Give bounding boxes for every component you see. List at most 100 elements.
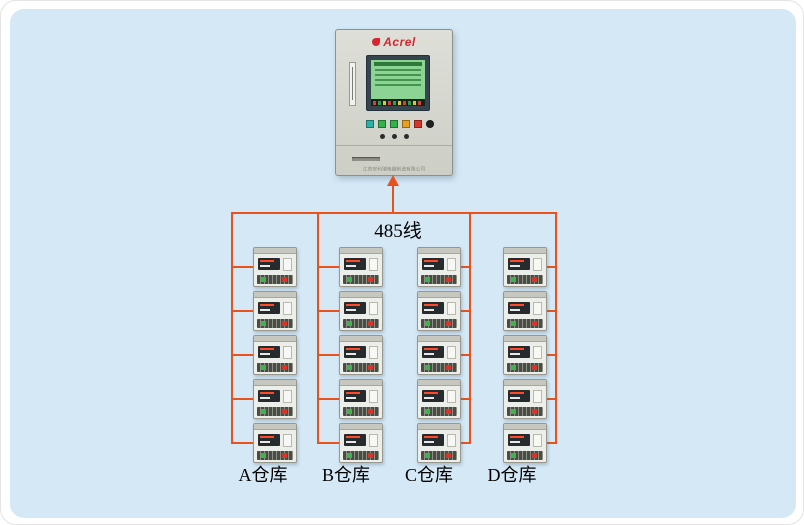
- cabinet-button-4[interactable]: [402, 120, 410, 128]
- cabinet-button-2[interactable]: [378, 120, 386, 128]
- meter-terminal-red: [368, 453, 373, 458]
- meter-terminal-red: [282, 365, 287, 370]
- meter-terminal-green: [347, 409, 352, 414]
- cabinet-knob[interactable]: [404, 134, 409, 139]
- energy-meter-device-d: [503, 335, 547, 375]
- energy-meter-device-a: [253, 335, 297, 375]
- meter-stub-line: [459, 266, 471, 268]
- meter-display: [344, 346, 366, 358]
- meter-terminal-green: [425, 453, 430, 458]
- meter-display-reading: [260, 348, 274, 350]
- cabinet-button-5[interactable]: [414, 120, 422, 128]
- meter-terminal-block: [507, 363, 543, 372]
- meter-stub-line: [317, 354, 341, 356]
- meter-display-reading-2: [260, 441, 270, 443]
- lcd-row: [375, 79, 421, 81]
- cabinet-knob[interactable]: [380, 134, 385, 139]
- meter-label-tag: [283, 302, 292, 315]
- energy-meter-device-b: [339, 291, 383, 331]
- energy-meter-device-a: [253, 379, 297, 419]
- meter-label-tag: [533, 302, 542, 315]
- meter-top-strip: [418, 424, 460, 430]
- meter-top-strip: [340, 248, 382, 254]
- meter-display-reading-2: [424, 397, 434, 399]
- meter-terminal-green: [261, 365, 266, 370]
- meter-stub-line: [545, 266, 557, 268]
- meter-terminal-red: [282, 409, 287, 414]
- meter-label-tag: [533, 346, 542, 359]
- meter-terminal-green: [511, 277, 516, 282]
- meter-display-reading-2: [346, 397, 356, 399]
- meter-display-reading: [346, 260, 360, 262]
- meter-terminal-green: [261, 453, 266, 458]
- meter-display-reading: [260, 304, 274, 306]
- meter-display: [422, 390, 444, 402]
- meter-terminal-green: [347, 365, 352, 370]
- meter-terminal-red: [446, 453, 451, 458]
- meter-stub-line: [231, 442, 255, 444]
- warehouse-label-b: B仓库: [321, 465, 371, 485]
- meter-label-tag: [369, 346, 378, 359]
- meter-display-reading-2: [510, 441, 520, 443]
- meter-display: [508, 434, 530, 446]
- warehouse-label-a: A仓库: [238, 465, 288, 485]
- meter-terminal-green: [511, 453, 516, 458]
- meter-display-reading: [260, 392, 274, 394]
- meter-display-reading: [510, 436, 524, 438]
- meter-top-strip: [254, 380, 296, 386]
- energy-meter-device-a: [253, 291, 297, 331]
- meter-terminal-block: [421, 275, 457, 284]
- meter-terminal-block: [343, 407, 379, 416]
- meter-terminal-red: [446, 321, 451, 326]
- bus-branch-line-a: [231, 212, 233, 444]
- cabinet-knob-row: [380, 134, 409, 139]
- meter-terminal-block: [343, 319, 379, 328]
- meter-display: [258, 434, 280, 446]
- cabinet-button-1[interactable]: [366, 120, 374, 128]
- energy-meter-device-c: [417, 291, 461, 331]
- meter-display-reading: [510, 260, 524, 262]
- meter-top-strip: [340, 424, 382, 430]
- energy-meter-device-c: [417, 247, 461, 287]
- meter-terminal-red: [282, 277, 287, 282]
- lcd-row: [375, 84, 421, 86]
- meter-top-strip: [418, 336, 460, 342]
- meter-display-reading: [346, 392, 360, 394]
- meter-terminal-block: [421, 363, 457, 372]
- acrel-brand-text: Acrel: [383, 35, 416, 49]
- meter-top-strip: [340, 336, 382, 342]
- meter-display-reading: [260, 436, 274, 438]
- meter-terminal-green: [511, 365, 516, 370]
- energy-meter-device-d: [503, 291, 547, 331]
- meter-terminal-red: [446, 409, 451, 414]
- meter-display-reading: [346, 304, 360, 306]
- meter-terminal-block: [257, 275, 293, 284]
- meter-display: [422, 258, 444, 270]
- meter-label-tag: [533, 434, 542, 447]
- bus-branch-line-c: [469, 212, 471, 444]
- energy-meter-device-b: [339, 423, 383, 463]
- cabinet-button-6[interactable]: [426, 120, 434, 128]
- meter-terminal-green: [425, 409, 430, 414]
- cabinet-knob[interactable]: [392, 134, 397, 139]
- meter-display: [508, 302, 530, 314]
- meter-terminal-red: [446, 365, 451, 370]
- meter-top-strip: [418, 380, 460, 386]
- cabinet-button-row: [366, 120, 438, 128]
- meter-display-reading-2: [424, 309, 434, 311]
- meter-terminal-green: [511, 409, 516, 414]
- energy-meter-device-a: [253, 247, 297, 287]
- meter-top-strip: [254, 424, 296, 430]
- meter-terminal-red: [532, 365, 537, 370]
- cabinet-button-3[interactable]: [390, 120, 398, 128]
- meter-display-reading: [510, 348, 524, 350]
- meter-display-reading: [510, 392, 524, 394]
- cabinet-footer-text: 江苏安科瑞电器制造有限公司: [362, 167, 426, 173]
- bus-to-cabinet-arrow-icon: [387, 175, 399, 186]
- meter-terminal-red: [532, 277, 537, 282]
- meter-stub-line: [231, 354, 255, 356]
- meter-stub-line: [459, 310, 471, 312]
- energy-meter-device-d: [503, 423, 547, 463]
- energy-meter-device-d: [503, 379, 547, 419]
